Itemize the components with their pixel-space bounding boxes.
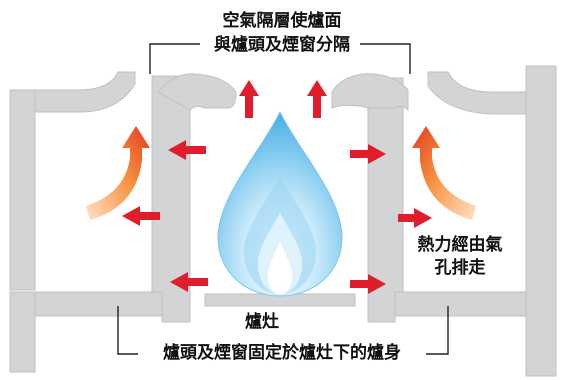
stove-body bbox=[9, 65, 557, 377]
arrow-right-middle bbox=[398, 208, 432, 228]
burner-label: 爐灶 bbox=[245, 312, 279, 332]
outer-right-wall bbox=[525, 65, 557, 377]
right-label-line1: 熱力經由氣 bbox=[417, 235, 503, 255]
left-bottom-leg bbox=[9, 291, 36, 373]
right-label-line2: 孔排走 bbox=[434, 258, 486, 278]
arrow-up-left bbox=[239, 80, 259, 118]
leader-lines bbox=[117, 43, 449, 355]
arrow-right-upper bbox=[350, 144, 386, 164]
outer-left-wall bbox=[9, 89, 36, 291]
heat-curve-right bbox=[412, 126, 476, 220]
burner-plate bbox=[204, 293, 356, 307]
arrow-left-lower bbox=[170, 272, 208, 292]
arrow-left-middle bbox=[122, 206, 160, 226]
airflow-arrows bbox=[122, 80, 432, 294]
arrow-right-lower bbox=[350, 274, 386, 294]
left-top-cap bbox=[157, 73, 237, 111]
left-hob-curve bbox=[34, 71, 136, 113]
arrow-left-upper bbox=[168, 140, 206, 160]
top-label-line1: 空氣隔層使爐面 bbox=[222, 11, 342, 31]
bottom-label: 爐頭及煙窗固定於爐灶下的爐身 bbox=[0, 342, 564, 364]
heat-curve-left bbox=[86, 126, 150, 220]
right-bottom-shelf bbox=[394, 291, 527, 317]
top-bracket bbox=[149, 43, 411, 74]
flame-icon bbox=[217, 110, 343, 297]
right-top-cap bbox=[331, 73, 409, 112]
right-hob-curve bbox=[427, 71, 527, 115]
arrow-up-right bbox=[307, 80, 327, 118]
bottom-label-text: 爐頭及煙窗固定於爐灶下的爐身 bbox=[157, 343, 407, 363]
bottom-bracket bbox=[117, 306, 449, 355]
top-label-line2: 與爐頭及煙窗分隔 bbox=[214, 35, 350, 55]
